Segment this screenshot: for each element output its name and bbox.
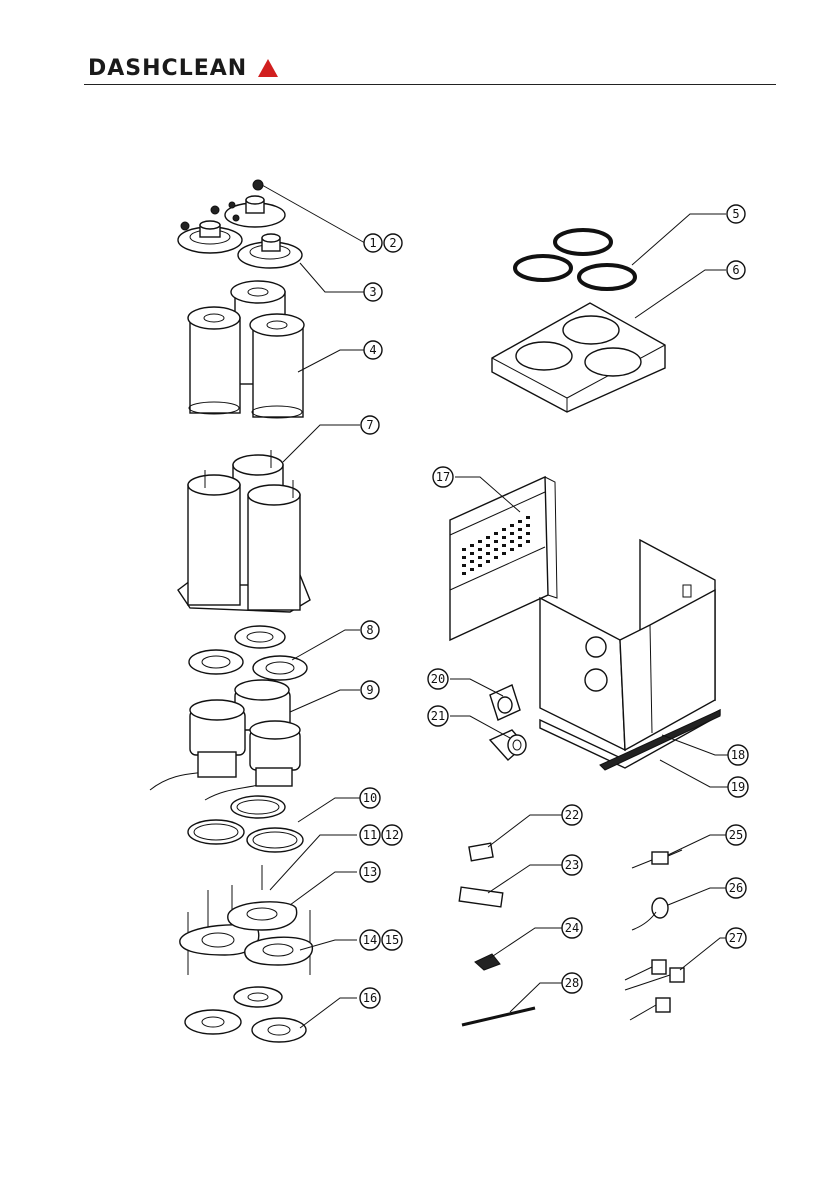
svg-text:2: 2: [389, 236, 396, 250]
callout-18: 18: [728, 745, 748, 765]
filter-housings: [178, 450, 310, 612]
callout-7: 7: [361, 416, 379, 434]
mounting-flanges: [180, 865, 313, 975]
callout-2: 2: [384, 234, 402, 252]
svg-text:18: 18: [731, 748, 745, 762]
svg-text:8: 8: [366, 623, 373, 637]
top-plate-6: [492, 303, 665, 412]
hose-inlets: [490, 685, 526, 760]
svg-text:23: 23: [565, 858, 579, 872]
filter-cylinders: [188, 281, 304, 418]
svg-text:28: 28: [565, 976, 579, 990]
svg-text:14: 14: [363, 933, 377, 947]
svg-text:7: 7: [366, 418, 373, 432]
cabinet-shell-18: [540, 540, 715, 750]
callout-28: 28: [562, 973, 582, 993]
svg-text:21: 21: [431, 709, 445, 723]
callout-4: 4: [364, 341, 382, 359]
callout-3: 3: [364, 283, 382, 301]
callout-15: 15: [382, 930, 402, 950]
svg-text:22: 22: [565, 808, 579, 822]
washers-16: [185, 987, 306, 1042]
svg-text:6: 6: [732, 263, 739, 277]
svg-text:15: 15: [385, 933, 399, 947]
callout-13: 13: [360, 862, 380, 882]
svg-text:19: 19: [731, 780, 745, 794]
callout-25: 25: [726, 825, 746, 845]
svg-text:20: 20: [431, 672, 445, 686]
callout-10: 10: [360, 788, 380, 808]
svg-text:17: 17: [436, 470, 450, 484]
filter-caps: [178, 180, 302, 268]
callout-22: 22: [562, 805, 582, 825]
callout-26: 26: [726, 878, 746, 898]
svg-text:16: 16: [363, 991, 377, 1005]
callout-23: 23: [562, 855, 582, 875]
svg-text:4: 4: [369, 343, 376, 357]
svg-text:26: 26: [729, 881, 743, 895]
callout-14: 14: [360, 930, 380, 950]
callout-9: 9: [361, 681, 379, 699]
svg-text:9: 9: [366, 683, 373, 697]
callout-8: 8: [361, 621, 379, 639]
gasket-rings-8: [189, 626, 307, 680]
callout-6: 6: [727, 261, 745, 279]
svg-text:11: 11: [363, 828, 377, 842]
svg-text:1: 1: [369, 236, 376, 250]
gaskets-10: [188, 796, 303, 852]
svg-text:5: 5: [732, 207, 739, 221]
callout-1: 1: [364, 234, 382, 252]
callout-16: 16: [360, 988, 380, 1008]
svg-text:24: 24: [565, 921, 579, 935]
callout-12: 12: [382, 825, 402, 845]
vacuum-motors: [150, 680, 300, 800]
svg-text:3: 3: [369, 285, 376, 299]
svg-text:27: 27: [729, 931, 743, 945]
callout-20: 20: [428, 669, 448, 689]
svg-text:12: 12: [385, 828, 399, 842]
callout-17: 17: [433, 467, 453, 487]
svg-text:13: 13: [363, 865, 377, 879]
callout-19: 19: [728, 777, 748, 797]
callout-24: 24: [562, 918, 582, 938]
callout-27: 27: [726, 928, 746, 948]
callout-21: 21: [428, 706, 448, 726]
o-rings-5: [515, 230, 635, 289]
callout-11: 11: [360, 825, 380, 845]
svg-text:25: 25: [729, 828, 743, 842]
callout-5: 5: [727, 205, 745, 223]
svg-text:10: 10: [363, 791, 377, 805]
